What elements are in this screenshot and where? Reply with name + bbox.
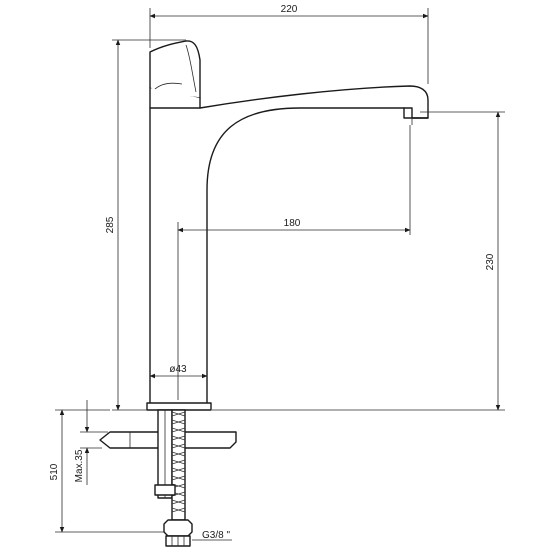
lock-nut: [154, 484, 176, 496]
dim-max-thickness: Max.35: [74, 449, 85, 482]
hose-nut: [163, 519, 193, 537]
aerator: [403, 107, 429, 119]
dim-deck-height: 510: [49, 463, 60, 480]
dim-spout-reach: 180: [284, 218, 301, 229]
handle-lever: [149, 40, 201, 99]
dimension-lines: [55, 8, 505, 541]
dim-body-diameter: ø43: [169, 364, 187, 375]
dim-spout-height: 230: [485, 253, 496, 270]
dimension-labels: 220 285 180 230 ø43 510 Max.35 G3/8 ": [49, 4, 496, 541]
faucet-outline: [99, 40, 429, 547]
dim-connection: G3/8 ": [202, 530, 230, 541]
dim-overall-width: 220: [281, 4, 298, 15]
dim-total-height: 285: [105, 216, 116, 233]
braided-hose: [171, 409, 186, 521]
base-ring: [146, 402, 212, 411]
handle-cap: [149, 87, 201, 109]
spout-outline: [199, 85, 429, 406]
